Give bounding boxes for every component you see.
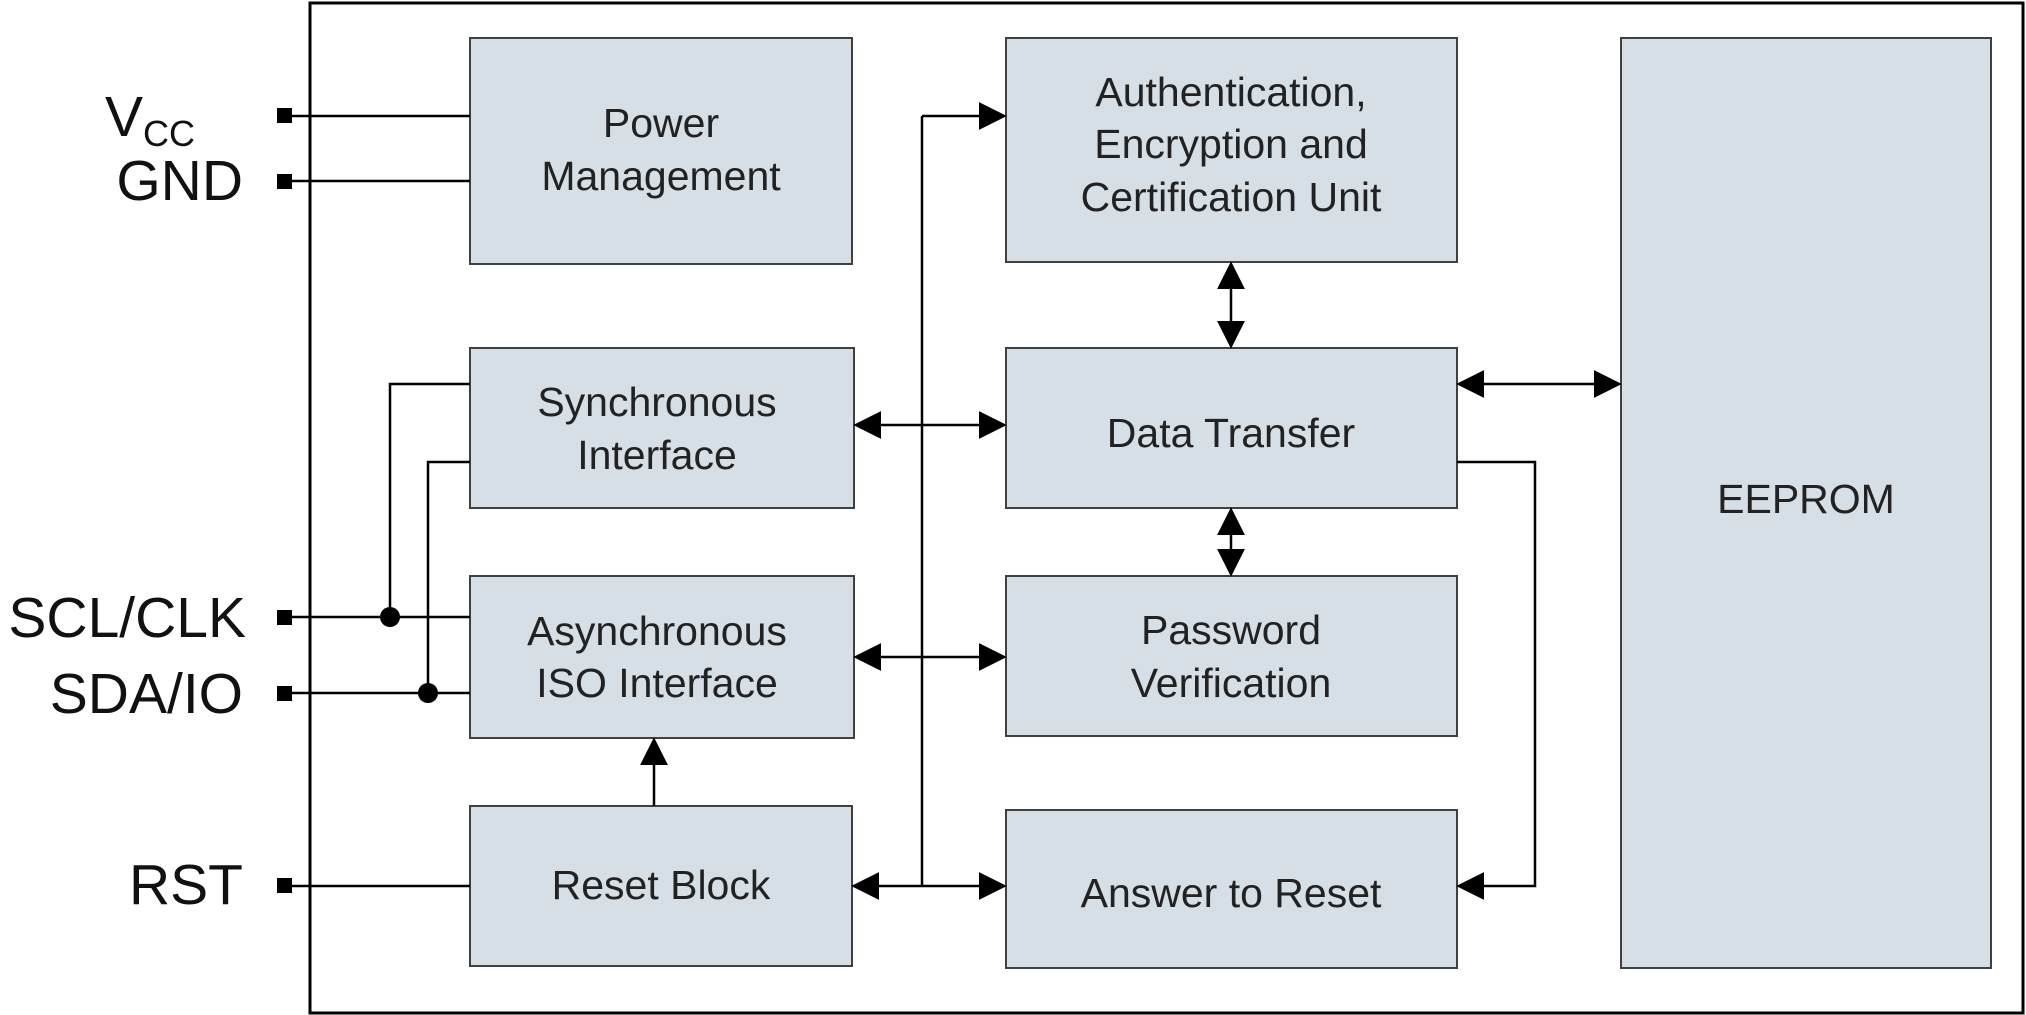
sda-io-label: SDA/IO xyxy=(50,662,243,726)
svg-text:VCC: VCC xyxy=(105,85,195,154)
eeprom-label: EEPROM xyxy=(1717,476,1895,522)
password-verification-label-2: Verification xyxy=(1131,660,1332,706)
answer-to-reset-block: Answer to Reset xyxy=(1005,809,1458,969)
authentication-unit-label-2: Encryption and xyxy=(1094,121,1368,167)
asynchronous-interface-label-2: ISO Interface xyxy=(536,660,778,706)
scl-clk-label: SCL/CLK xyxy=(8,586,246,650)
authentication-unit-block: Authentication, Encryption and Certifica… xyxy=(1005,37,1458,263)
eeprom-block: EEPROM xyxy=(1620,37,1992,969)
synchronous-interface-label-1: Synchronous xyxy=(537,379,776,425)
vcc-label-main: V xyxy=(105,85,143,149)
scl-junction-dot xyxy=(380,607,400,627)
power-management-block: Power Management xyxy=(469,37,853,265)
password-verification-label-1: Password xyxy=(1141,607,1321,653)
vcc-label-subscript: CC xyxy=(143,113,195,154)
synchronous-interface-block: Synchronous Interface xyxy=(469,347,855,509)
reset-block: Reset Block xyxy=(469,805,853,967)
data-transfer-to-atr-wire xyxy=(1456,460,1537,900)
vcc-pin xyxy=(277,108,292,123)
password-verification-block: Password Verification xyxy=(1005,575,1458,737)
scl-clk-pin xyxy=(277,610,292,625)
answer-to-reset-label: Answer to Reset xyxy=(1081,870,1382,916)
reset-block-label: Reset Block xyxy=(552,862,771,908)
gnd-pin xyxy=(277,174,292,189)
data-transfer-block: Data Transfer xyxy=(1005,347,1458,509)
scl-to-sync-wire xyxy=(388,382,470,617)
rst-pin xyxy=(277,878,292,893)
gnd-label: GND xyxy=(116,149,243,213)
authentication-unit-label-1: Authentication, xyxy=(1095,69,1366,115)
power-management-label-2: Management xyxy=(541,153,781,199)
synchronous-interface-label-2: Interface xyxy=(577,432,737,478)
sda-junction-dot xyxy=(418,683,438,703)
chip-boundary xyxy=(308,1,2025,1015)
authentication-unit-label-3: Certification Unit xyxy=(1081,174,1382,220)
asynchronous-iso-interface-block: Asynchronous ISO Interface xyxy=(469,575,855,739)
rst-label: RST xyxy=(129,853,243,917)
power-management-label-1: Power xyxy=(603,100,719,146)
sda-io-pin xyxy=(277,686,292,701)
vcc-label: VCC xyxy=(105,85,195,154)
data-transfer-label: Data Transfer xyxy=(1107,410,1355,456)
asynchronous-interface-label-1: Asynchronous xyxy=(527,608,787,654)
sda-to-sync-wire xyxy=(426,460,470,693)
